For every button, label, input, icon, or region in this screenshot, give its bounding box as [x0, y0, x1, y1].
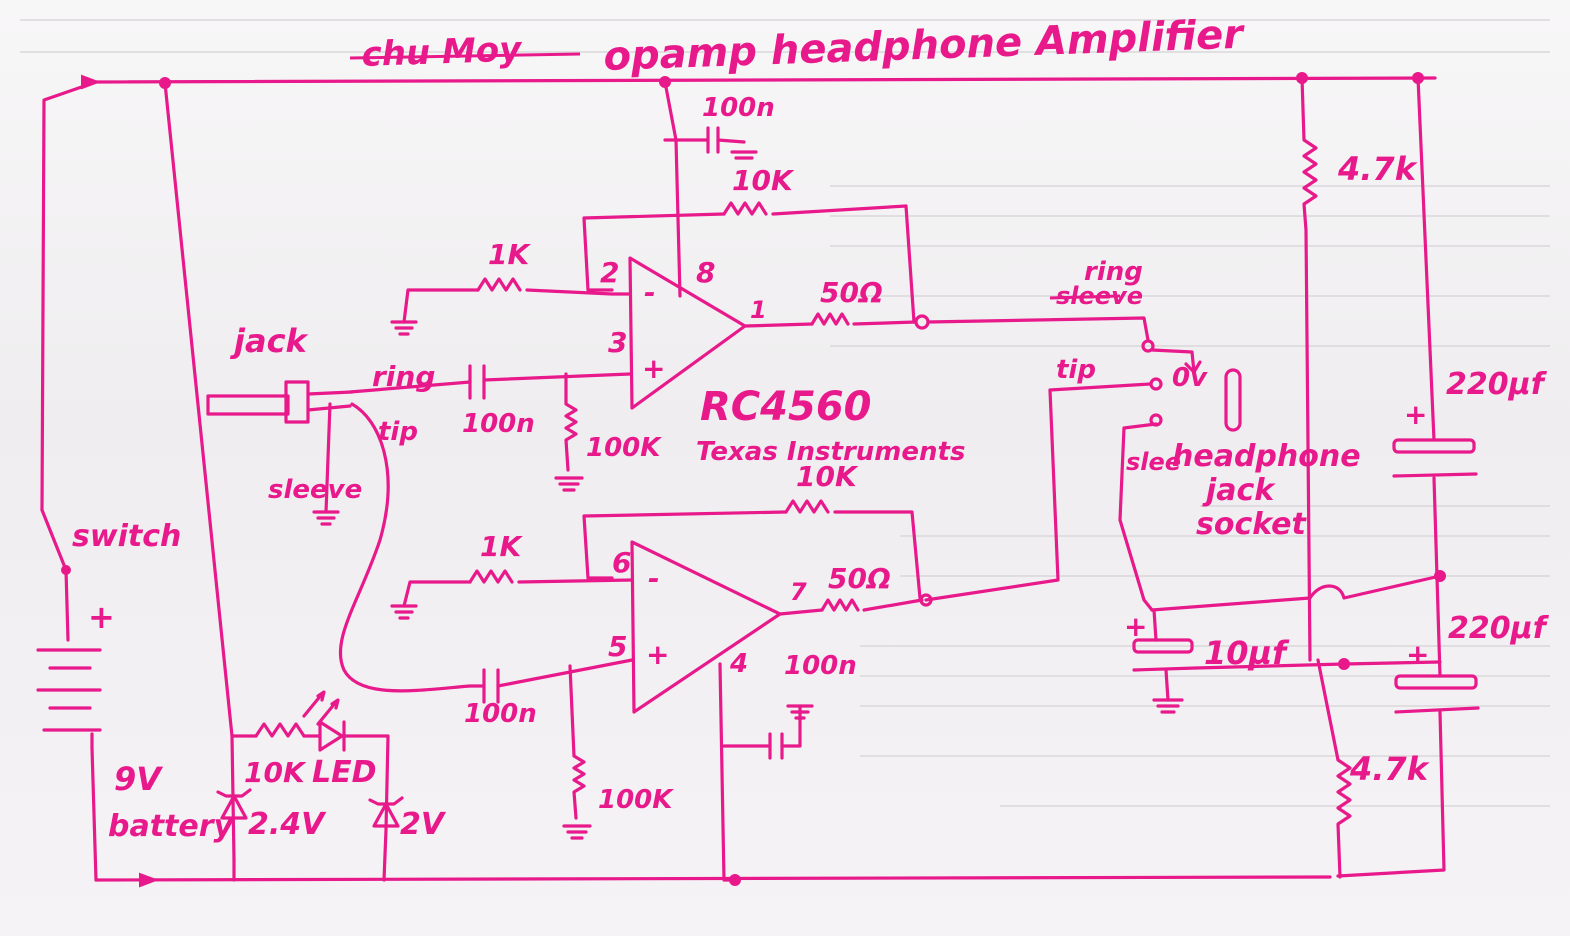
c-in-top-label: 100n [462, 409, 535, 439]
battery-word: battery [108, 809, 235, 844]
switch: switch [40, 508, 181, 642]
background-print [20, 19, 1550, 807]
out-sleeve-strike [1049, 294, 1121, 300]
pin4-label: 4 [729, 649, 748, 679]
c-decouple-bottom-label: 100n [784, 651, 857, 681]
headphone-jack: ring sleeve tip 0v slee headphone jack s… [924, 257, 1361, 612]
r-bias-bottom-label: 100K [598, 785, 674, 815]
r-out-top-label: 50Ω [820, 276, 883, 309]
r-feedback-top-label: 10K [732, 164, 795, 197]
out-0v-label: 0v [1172, 363, 1208, 393]
r-in-top-label: 1K [488, 238, 531, 271]
out-ring-label: ring [1084, 257, 1143, 287]
virtual-ground: 4.7k 4.7k + 220µf + 220µf + 10µf [1124, 76, 1550, 879]
input-tip-label: tip [378, 417, 418, 447]
out-jack-line1: headphone [1172, 439, 1361, 474]
battery-plus: + [88, 598, 115, 636]
opamp-top-plus: + [642, 352, 665, 385]
c-rail-top-plus: + [1404, 398, 1427, 431]
r-feedback-bottom-label: 10K [796, 460, 859, 493]
r-out-bottom-label: 50Ω [828, 562, 891, 595]
pin2-label: 2 [600, 256, 619, 289]
c-rail-bottom-label: 220µf [1448, 611, 1550, 646]
input-sleeve-label: sleeve [268, 475, 362, 505]
zener-left-label: 2.4V [248, 807, 327, 842]
led-zener-supply: 10K LED 2.4V 2V [163, 81, 447, 882]
r-led-label: 10K [244, 756, 307, 789]
pin8-label: 8 [696, 256, 715, 289]
input-jack: jack ring tip sleeve [206, 322, 472, 693]
opamp-bottom-plus: + [646, 638, 669, 671]
c-rail-bottom-plus: + [1406, 638, 1429, 671]
pin1-label: 1 [750, 296, 767, 324]
ic-labels: RC4560 Texas Instruments [696, 384, 965, 467]
battery-voltage: 9V [114, 760, 163, 798]
input-ring-label: ring [372, 360, 435, 393]
pin3-label: 3 [608, 326, 627, 359]
opamp-top-minus: - [644, 276, 656, 309]
pin6-label: 6 [612, 546, 631, 579]
title-text: opamp headphone Amplifier [603, 12, 1246, 80]
ic-maker-label: Texas Instruments [696, 437, 965, 467]
out-sleeve-small-label: slee [1126, 448, 1181, 476]
c-rail-top-label: 220µf [1446, 367, 1548, 402]
opamp-bottom: - + 6 5 7 4 10K 1K 100n 100K 100n [390, 460, 933, 882]
r-in-bottom-label: 1K [480, 530, 523, 563]
ic-part-label: RC4560 [700, 384, 871, 430]
out-tip-label: tip [1056, 355, 1096, 385]
title-strikethrough [349, 52, 581, 60]
opamp-bottom-minus: - [648, 562, 660, 595]
r-divider-top-label: 4.7k [1337, 150, 1418, 188]
pin5-label: 5 [608, 630, 627, 663]
r-bias-top-label: 100K [586, 433, 662, 463]
zener-right-label: 2V [400, 807, 447, 842]
pin7-label: 7 [790, 578, 807, 606]
c-in-bottom-label: 100n [464, 699, 537, 729]
c-feedback-top-label: 100n [702, 93, 775, 123]
r-divider-bottom-label: 4.7k [1349, 750, 1430, 788]
title-block: chu Moy opamp headphone Amplifier [349, 12, 1246, 80]
out-jack-line3: socket [1196, 507, 1307, 542]
battery: + 9V battery [36, 598, 235, 844]
c-ground-label: 10µf [1204, 634, 1290, 672]
input-jack-label: jack [229, 322, 309, 360]
led-label: LED [312, 755, 377, 790]
out-jack-line2: jack [1202, 473, 1276, 508]
c-ground-plus: + [1124, 610, 1147, 643]
opamp-top: - + 2 3 8 1 100n 10K 1K 100n 100K [390, 80, 930, 492]
switch-label: switch [72, 519, 181, 554]
title-struck-word: chu Moy [361, 29, 524, 75]
